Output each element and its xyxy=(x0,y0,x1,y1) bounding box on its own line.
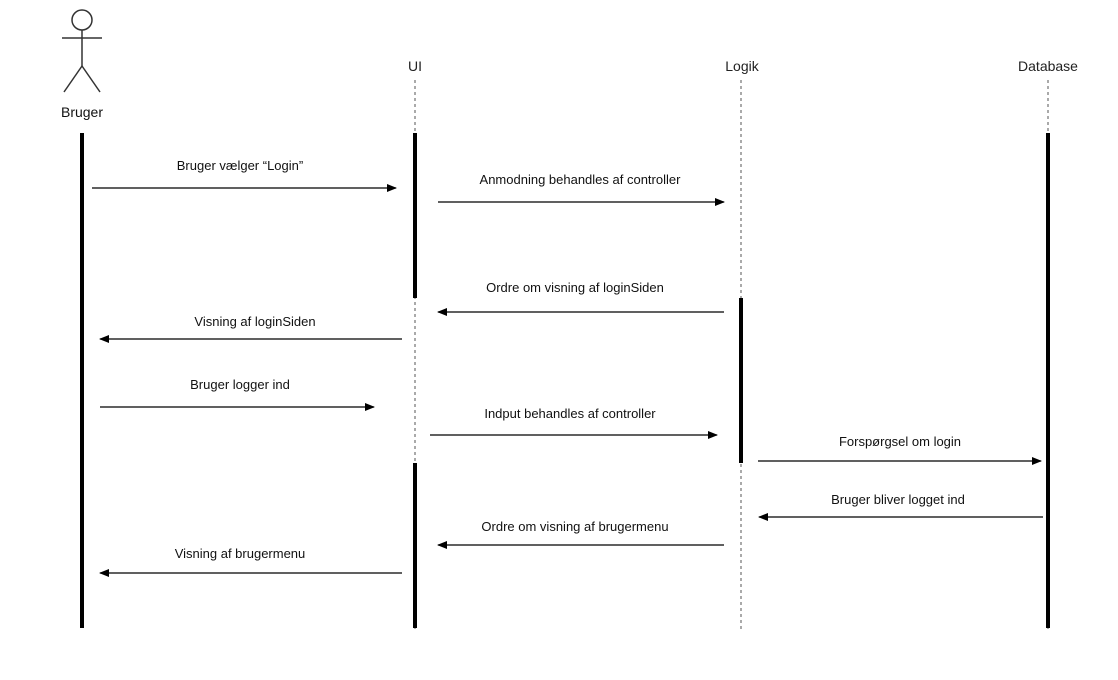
message-label: Visning af brugermenu xyxy=(175,546,306,561)
actor-label: Bruger xyxy=(61,104,103,120)
participant-logik-label: Logik xyxy=(725,58,759,74)
message-label: Ordre om visning af loginSiden xyxy=(486,280,664,295)
message-label: Bruger bliver logget ind xyxy=(831,492,965,507)
message-label: Visning af loginSiden xyxy=(194,314,315,329)
message-m9: Ordre om visning af brugermenu xyxy=(437,519,724,549)
message-m4: Visning af loginSiden xyxy=(99,314,402,343)
message-m6: Indput behandles af controller xyxy=(430,406,718,439)
message-m3: Ordre om visning af loginSiden xyxy=(437,280,724,316)
message-m1: Bruger vælger “Login” xyxy=(92,158,397,192)
message-m8: Bruger bliver logget ind xyxy=(758,492,1043,521)
message-label: Anmodning behandles af controller xyxy=(480,172,682,187)
participant-database-label: Database xyxy=(1018,58,1078,74)
message-m5: Bruger logger ind xyxy=(100,377,375,411)
message-label: Forspørgsel om login xyxy=(839,434,961,449)
actor-stick-figure-icon xyxy=(62,9,102,93)
message-label: Ordre om visning af brugermenu xyxy=(481,519,668,534)
message-m10: Visning af brugermenu xyxy=(99,546,402,577)
participant-ui-label: UI xyxy=(408,58,422,74)
message-label: Indput behandles af controller xyxy=(484,406,656,421)
message-label: Bruger vælger “Login” xyxy=(177,158,303,173)
message-m2: Anmodning behandles af controller xyxy=(438,172,725,206)
message-label: Bruger logger ind xyxy=(190,377,290,392)
message-m7: Forspørgsel om login xyxy=(758,434,1042,465)
